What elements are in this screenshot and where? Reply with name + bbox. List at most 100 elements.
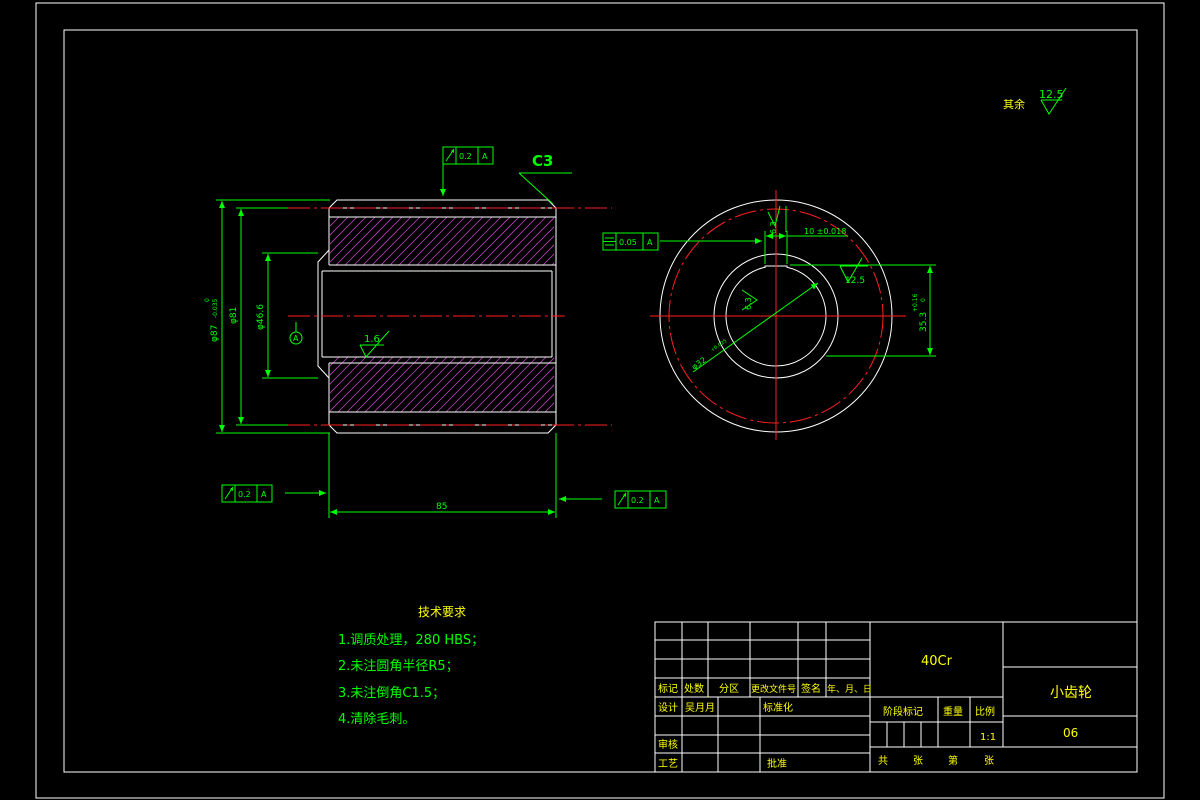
hatch-line <box>508 366 554 412</box>
tb-signature: 签名 <box>801 682 821 695</box>
hatch-line <box>499 357 554 412</box>
hatch-top <box>330 217 554 265</box>
hatch-line <box>389 217 439 265</box>
hatch-line <box>481 357 538 412</box>
hatch-line <box>344 217 394 265</box>
tb-date: 年、月、日 <box>827 683 872 695</box>
tech-req-item: 1.调质处理，280 HBS； <box>338 633 484 648</box>
tolerance-frame-right <box>559 490 667 509</box>
datum-label: A <box>293 334 299 343</box>
hatch-line <box>427 357 484 412</box>
surface-roughness-icon <box>767 205 787 232</box>
outer-diameter-label: φ87 <box>210 325 220 342</box>
datum-a-icon <box>289 322 303 345</box>
tb-design: 设计 <box>658 701 678 714</box>
hatch-line <box>434 217 484 265</box>
surface-roughness-icon <box>359 330 390 358</box>
hatch-line <box>364 357 421 412</box>
hatch-line <box>506 217 554 265</box>
keyway-bottom-roughness: 6.3 <box>744 297 753 310</box>
hatch-line <box>380 217 430 265</box>
hatch-line <box>490 357 547 412</box>
hatch-bottom <box>330 357 554 412</box>
keyway-depth-tol-lower: 0 <box>920 298 927 302</box>
surface-roughness-icon <box>741 289 758 311</box>
tb-standardize: 标准化 <box>763 701 793 714</box>
tolerance-left-value: 0.2 <box>238 490 251 499</box>
hatch-line <box>346 357 403 412</box>
section-view <box>288 199 612 434</box>
hatch-line <box>463 357 520 412</box>
runout-icon <box>617 492 627 506</box>
tb-designer: 吴月月 <box>685 702 715 714</box>
hatch-line <box>330 357 367 394</box>
hatch-line <box>452 217 502 265</box>
keyway-depth-tol-upper: +0.16 <box>912 293 919 312</box>
tb-stage-mark: 阶段标记 <box>883 705 923 718</box>
keyway-depth-label: 35.3 <box>919 312 929 332</box>
hatch-line <box>551 262 554 265</box>
tb-total: 共 <box>878 755 888 767</box>
other-roughness-value: 12.5 <box>1039 88 1064 101</box>
hatch-line <box>330 357 331 358</box>
outer-diameter-tol-lower: -0.035 <box>212 298 219 318</box>
keyway-width-label: 10 ±0.018 <box>804 227 846 236</box>
hatch-line <box>524 235 554 265</box>
keyway-side-roughness: 6.3 <box>769 221 778 234</box>
tb-mark: 标记 <box>658 683 678 695</box>
tech-req-title: 技术要求 <box>418 605 466 619</box>
tech-req-item: 2.未注圆角半径R5； <box>338 659 459 674</box>
hatch-line <box>454 357 511 412</box>
hatch-line <box>542 253 554 265</box>
hatch-line <box>544 402 554 412</box>
sheet-inner-border <box>63 29 1138 773</box>
hatch-line <box>337 357 394 412</box>
hatch-line <box>409 357 466 412</box>
hatch-line <box>330 357 340 367</box>
hatch-line <box>461 217 511 265</box>
length-label: 85 <box>436 502 447 512</box>
hatch-line <box>355 357 412 412</box>
hatch-line <box>535 393 554 412</box>
tb-count: 处数 <box>684 682 704 695</box>
other-roughness-label: 其余 <box>1003 97 1025 111</box>
tb-scale-label: 比例 <box>975 705 995 718</box>
tolerance-symmetry-datum: A <box>647 238 653 247</box>
sheet-outer-border <box>35 2 1165 799</box>
title-block <box>654 621 1138 773</box>
tb-review: 审核 <box>658 738 678 751</box>
hatch-line <box>330 217 358 245</box>
hatch-line <box>470 217 520 265</box>
hatch-line <box>445 357 502 412</box>
hatch-line <box>330 357 376 403</box>
shaft-diameter-label: φ32 <box>690 355 708 371</box>
hatch-line <box>407 217 457 265</box>
tech-req-item: 3.未注倒角C1.5； <box>338 686 445 701</box>
hatch-line <box>400 357 457 412</box>
tb-change-doc: 更改文件号 <box>751 683 796 695</box>
tb-sheets: 张 <box>913 755 923 767</box>
hatch-line <box>382 357 439 412</box>
tolerance-top-value: 0.2 <box>459 152 472 161</box>
hatch-line <box>526 384 554 412</box>
hatch-line <box>436 357 493 412</box>
hatch-line <box>330 357 385 412</box>
end-face-roughness: 12.5 <box>845 276 865 286</box>
surface-roughness-icon <box>1040 87 1067 115</box>
hatch-line <box>391 357 448 412</box>
hatch-line <box>330 217 367 254</box>
tolerance-frame-symmetry <box>602 232 762 251</box>
tolerance-symmetry-value: 0.05 <box>619 238 637 247</box>
hatch-line <box>330 357 349 376</box>
chamfer-label: C3 <box>532 152 553 170</box>
tolerance-right-value: 0.2 <box>631 496 644 505</box>
hatch-line <box>373 357 430 412</box>
hatch-line <box>330 217 331 218</box>
tb-material: 40Cr <box>921 654 953 669</box>
tolerance-top-datum: A <box>482 152 488 161</box>
hatch-line <box>416 217 466 265</box>
hatch-line <box>425 217 475 265</box>
tolerance-right-datum: A <box>654 496 660 505</box>
symmetry-icon <box>603 237 616 246</box>
